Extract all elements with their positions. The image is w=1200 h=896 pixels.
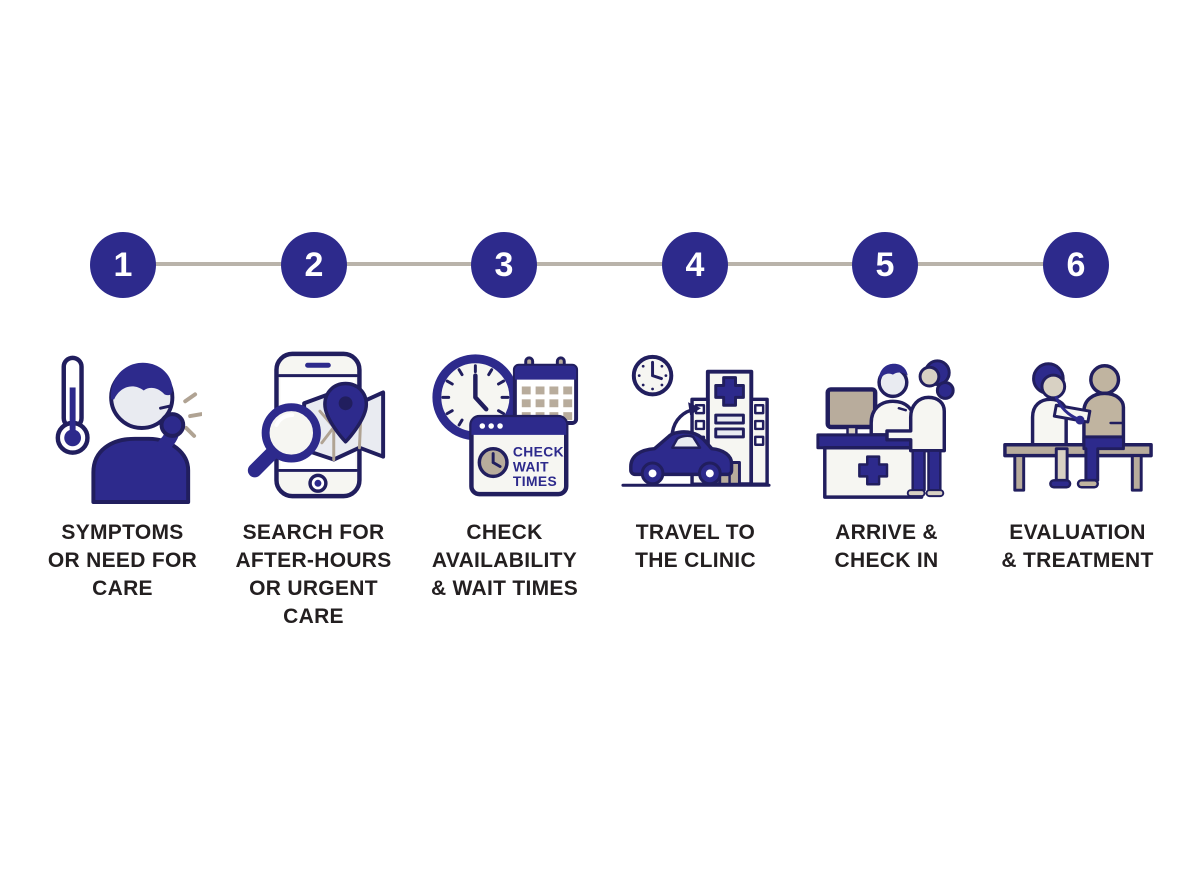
location-pin-icon	[322, 381, 368, 444]
step-column-1: SYMPTOMS OR NEED FOR CARE	[27, 345, 218, 631]
receptionist-figure	[868, 363, 916, 437]
wait-times-card: CHECK WAIT TIMES	[468, 414, 568, 497]
step-circle-1: 1	[90, 232, 156, 298]
doctor-sitting-figure	[1030, 362, 1091, 489]
label-line: CARE	[92, 577, 153, 600]
label-line: & WAIT TIMES	[430, 577, 579, 600]
step-circle-5: 5	[852, 232, 918, 298]
step-circle-6: 6	[1043, 232, 1109, 298]
label-line: & TREATMENT	[1001, 549, 1154, 572]
label-line: THE CLINIC	[635, 549, 756, 572]
step-column-5: ARRIVE & CHECK IN	[791, 345, 982, 631]
timeline-connector-line	[123, 262, 1076, 266]
card-text-line: CHECK	[512, 444, 563, 460]
thermometer-icon	[55, 355, 90, 455]
coughing-person-thermometer-icon	[43, 345, 203, 505]
computer-monitor-icon	[825, 387, 877, 438]
label-line: OR URGENT	[249, 577, 378, 600]
step-number: 6	[1066, 246, 1086, 284]
label-line: SYMPTOMS	[61, 521, 184, 544]
card-text-line: WAIT	[512, 458, 548, 474]
step-number: 3	[494, 246, 514, 284]
label-line: CHECK IN	[834, 549, 939, 572]
step-number: 4	[685, 246, 705, 284]
step-column-2: SEARCH FOR AFTER-HOURS OR URGENT CARE	[218, 345, 409, 631]
small-clock-icon	[631, 354, 673, 397]
step-column-3: CHECK WAIT TIMES CHECK AVAILABILITY & WA…	[409, 345, 600, 631]
label-line: AFTER-HOURS	[235, 549, 392, 572]
reception-desk	[815, 433, 930, 499]
phone-map-search-icon	[234, 345, 394, 505]
coughing-person	[90, 362, 202, 504]
calendar-icon	[512, 356, 578, 425]
step-label-4: TRAVEL TO THE CLINIC	[635, 519, 756, 575]
patient-sitting-figure	[1076, 364, 1125, 489]
label-line: OR NEED FOR	[47, 549, 198, 572]
step-column-6: EVALUATION & TREATMENT	[982, 345, 1173, 631]
car-clock-clinic-icon	[616, 345, 776, 505]
step-label-1: SYMPTOMS OR NEED FOR CARE	[48, 519, 197, 603]
reception-desk-checkin-icon	[807, 345, 967, 505]
clock-calendar-wait-times-icon: CHECK WAIT TIMES	[425, 345, 585, 505]
label-line: AVAILABILITY	[431, 549, 578, 572]
label-line: TRAVEL TO	[635, 521, 756, 544]
label-line: SEARCH FOR	[242, 521, 385, 544]
label-line: ARRIVE &	[835, 521, 938, 544]
car-icon	[628, 430, 733, 486]
step-circle-4: 4	[662, 232, 728, 298]
label-line: CHECK	[466, 521, 543, 544]
medical-cross-icon	[857, 455, 888, 486]
step-column-4: TRAVEL TO THE CLINIC	[600, 345, 791, 631]
arrow-icon	[670, 402, 701, 435]
step-circle-3: 3	[471, 232, 537, 298]
stethoscope-icon	[1054, 395, 1079, 421]
magnifier-icon	[247, 403, 321, 478]
step-number: 5	[875, 246, 895, 284]
card-text-line: TIMES	[512, 473, 556, 489]
step-label-2: SEARCH FOR AFTER-HOURS OR URGENT CARE	[235, 519, 391, 631]
step-label-3: CHECK AVAILABILITY & WAIT TIMES	[431, 519, 578, 603]
step-circle-2: 2	[281, 232, 347, 298]
label-line: EVALUATION	[1009, 521, 1146, 544]
step-label-5: ARRIVE & CHECK IN	[835, 519, 939, 575]
patient-standing-figure	[884, 359, 955, 498]
steps-row: SYMPTOMS OR NEED FOR CARE	[27, 345, 1173, 631]
step-number: 1	[113, 246, 133, 284]
medical-cross-icon	[713, 376, 745, 407]
label-line: CARE	[283, 605, 344, 628]
doctor-patient-exam-icon	[998, 345, 1158, 505]
step-number: 2	[304, 246, 324, 284]
bench	[1002, 443, 1153, 492]
step-label-6: EVALUATION & TREATMENT	[1001, 519, 1153, 575]
